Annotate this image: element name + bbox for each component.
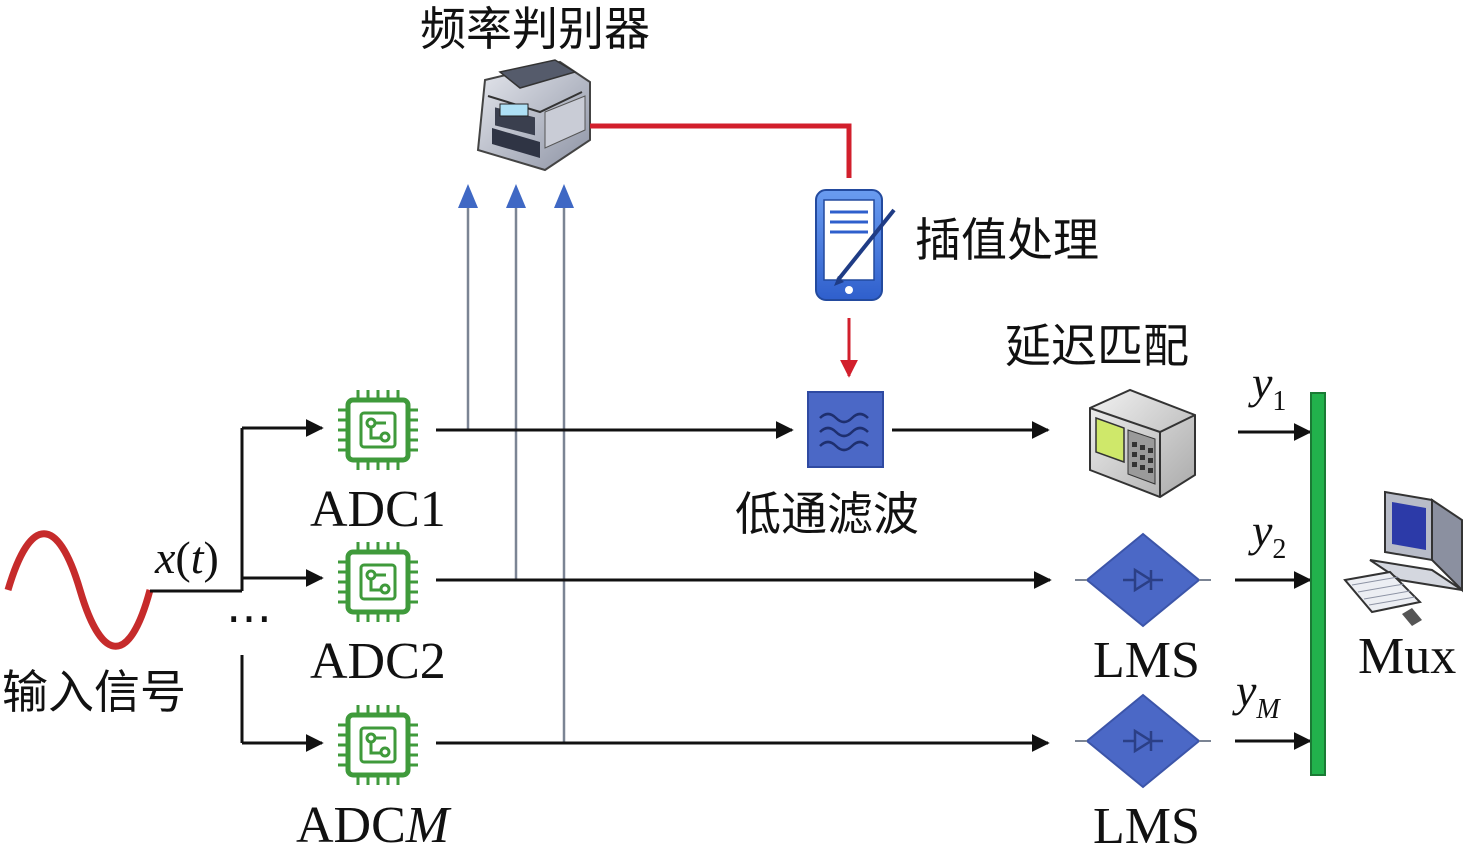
ellipsis-label: … xyxy=(226,579,272,633)
printer-icon xyxy=(476,59,591,172)
computer-icon xyxy=(1343,490,1463,626)
adc1-label: ADC1 xyxy=(310,481,446,538)
lms-2-label: LMS xyxy=(1093,798,1200,855)
feedback-lines xyxy=(466,192,566,743)
safe-box-icon xyxy=(1089,388,1196,499)
mobile-device-icon xyxy=(815,189,896,301)
control-wire xyxy=(590,123,852,178)
adc2-chip-icon xyxy=(338,542,418,622)
y1-label: y1 xyxy=(1248,357,1286,417)
adc-output-wires xyxy=(436,421,1052,752)
adc1-chip-icon xyxy=(338,390,418,470)
input-signal-label: 输入信号 xyxy=(2,665,186,719)
y2-label: y2 xyxy=(1248,505,1286,565)
ym-label: yM xyxy=(1232,665,1281,725)
lms-1-icon xyxy=(1073,532,1213,628)
delay-match-label: 延迟匹配 xyxy=(1005,319,1189,373)
input-distribution-wires xyxy=(150,419,324,752)
sine-wave-icon xyxy=(4,530,154,650)
adc2-label: ADC2 xyxy=(310,633,446,690)
mux-label: Mux xyxy=(1358,628,1456,685)
signal-variable-label: x(t) xyxy=(154,532,219,583)
lms-1-label: LMS xyxy=(1093,632,1200,689)
lowpass-filter-label: 低通滤波 xyxy=(735,487,919,541)
lowpass-filter-icon xyxy=(807,391,884,468)
output-wires xyxy=(1235,423,1312,750)
freq-discriminator-label: 频率判别器 xyxy=(420,2,650,56)
interpolation-label: 插值处理 xyxy=(915,213,1099,267)
adcm-chip-icon xyxy=(338,705,418,785)
lms-2-icon xyxy=(1073,693,1213,789)
mux-bar xyxy=(1310,392,1326,776)
feedback-arrowheads xyxy=(458,184,574,208)
adcm-label: ADCM xyxy=(296,797,452,854)
